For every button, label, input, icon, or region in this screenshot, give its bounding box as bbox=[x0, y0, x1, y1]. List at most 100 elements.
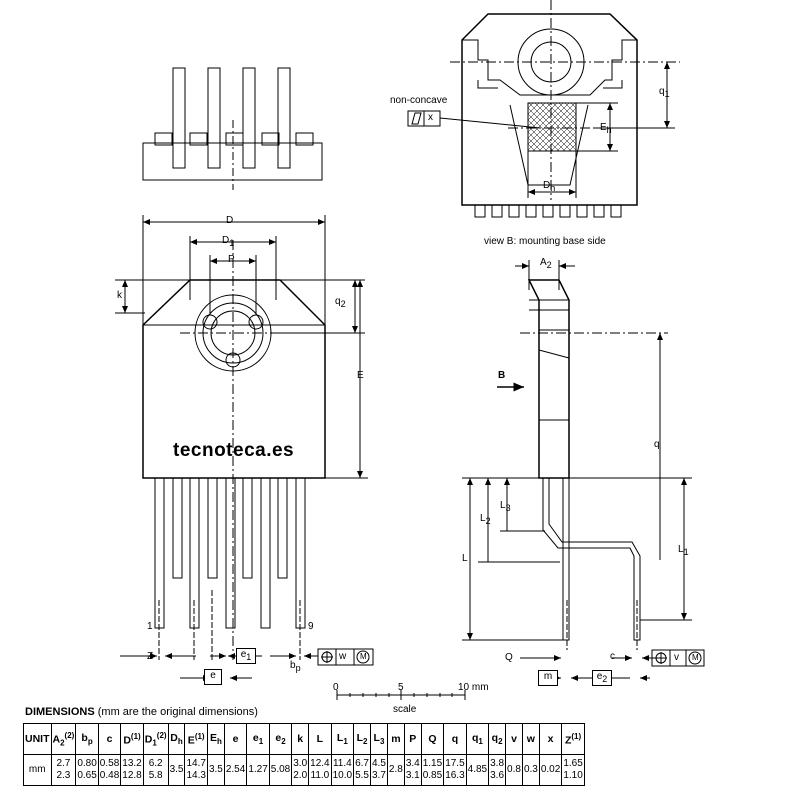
table-header-cell: e2 bbox=[268, 723, 293, 755]
table-header-cell: q1 bbox=[465, 723, 490, 755]
scale-bar bbox=[336, 690, 466, 700]
table-header-cell: q bbox=[443, 723, 467, 755]
front-view bbox=[115, 215, 374, 681]
table-header-cell: Eh bbox=[206, 723, 225, 755]
table-header-cell: L1 bbox=[330, 723, 355, 755]
table-header-cell: w bbox=[521, 723, 540, 755]
table-header-cell: Dh bbox=[167, 723, 186, 755]
scale-tick-0: 0 bbox=[333, 682, 339, 693]
watermark: tecnoteca.es bbox=[173, 440, 295, 461]
label-Eh: Eh bbox=[600, 122, 612, 135]
label-M-w: M bbox=[360, 652, 367, 661]
table-cell: 0.8 bbox=[505, 754, 523, 786]
table-cell: mm bbox=[23, 754, 52, 786]
label-k: k bbox=[117, 290, 122, 301]
top-view bbox=[142, 67, 323, 190]
label-e2: e2 bbox=[592, 670, 612, 686]
table-header-cell: D(1) bbox=[120, 723, 144, 755]
table-header-cell: k bbox=[291, 723, 310, 755]
table-header-cell: L3 bbox=[370, 723, 388, 755]
table-header-cell: v bbox=[505, 723, 523, 755]
label-m: m bbox=[538, 670, 558, 686]
table-cell: 2.8 bbox=[386, 754, 405, 786]
table-header-cell: P bbox=[403, 723, 422, 755]
label-pin-9: 9 bbox=[308, 621, 314, 632]
table-header-cell: e1 bbox=[246, 723, 270, 755]
label-Z: Z bbox=[147, 651, 154, 662]
label-non-concave: non-concave bbox=[390, 95, 448, 106]
scale-tick-5: 5 bbox=[398, 682, 404, 693]
table-cell: 0.02 bbox=[538, 754, 563, 786]
label-P: P bbox=[228, 254, 235, 265]
table-header-cell: E(1) bbox=[184, 723, 208, 755]
table-cell: 5.08 bbox=[268, 754, 293, 786]
table-header-cell: A2(2) bbox=[50, 723, 77, 755]
label-E: E bbox=[357, 370, 364, 381]
label-D: D bbox=[226, 215, 234, 226]
label-A2: A2 bbox=[540, 257, 552, 270]
label-L3: L3 bbox=[500, 500, 511, 513]
label-B: B bbox=[498, 370, 506, 381]
table-cell: 0.3 bbox=[521, 754, 540, 786]
label-L1: L1 bbox=[678, 544, 689, 557]
label-x: x bbox=[428, 112, 433, 123]
label-Dh: Dh bbox=[543, 180, 556, 193]
label-v: v bbox=[674, 652, 679, 663]
table-cell: 1.27 bbox=[246, 754, 270, 786]
table-header-cell: Q bbox=[420, 723, 445, 755]
table-header-cell: bp bbox=[75, 723, 99, 755]
label-M-v: M bbox=[692, 653, 699, 662]
table-header-cell: q2 bbox=[488, 723, 507, 755]
table-header-cell: UNIT bbox=[23, 723, 52, 755]
scale-label: scale bbox=[393, 704, 417, 715]
table-header-cell: L2 bbox=[353, 723, 371, 755]
label-pin-1: 1 bbox=[147, 621, 153, 632]
dimensions-title: DIMENSIONS (mm are the original dimensio… bbox=[25, 706, 258, 718]
label-c: c bbox=[610, 651, 615, 662]
label-e: e bbox=[204, 669, 222, 685]
label-q2: q2 bbox=[335, 296, 346, 309]
scale-tick-10: 10 mm bbox=[458, 682, 489, 693]
label-q1: q1 bbox=[659, 86, 670, 99]
label-Q: Q bbox=[505, 652, 513, 663]
table-cell: 3.5 bbox=[206, 754, 225, 786]
table-cell: 3.5 bbox=[167, 754, 186, 786]
table-header-cell: x bbox=[538, 723, 563, 755]
table-header-cell: c bbox=[97, 723, 122, 755]
label-e1: e1 bbox=[236, 648, 256, 664]
label-L: L bbox=[462, 553, 468, 564]
table-cell: 4.85 bbox=[465, 754, 490, 786]
view-b bbox=[407, 0, 680, 218]
label-L2: L2 bbox=[480, 513, 491, 526]
pins bbox=[154, 477, 306, 629]
table-header-cell: m bbox=[386, 723, 405, 755]
table-header-cell: Z(1) bbox=[561, 723, 585, 755]
table-header-cell: L bbox=[308, 723, 332, 755]
side-view bbox=[462, 260, 705, 681]
view-b-caption: view B: mounting base side bbox=[484, 236, 606, 247]
label-w: w bbox=[339, 651, 347, 662]
label-q: q bbox=[654, 439, 660, 450]
label-D1: D1 bbox=[222, 235, 235, 248]
label-bp: bp bbox=[290, 660, 301, 673]
table-cell: 2.54 bbox=[223, 754, 248, 786]
